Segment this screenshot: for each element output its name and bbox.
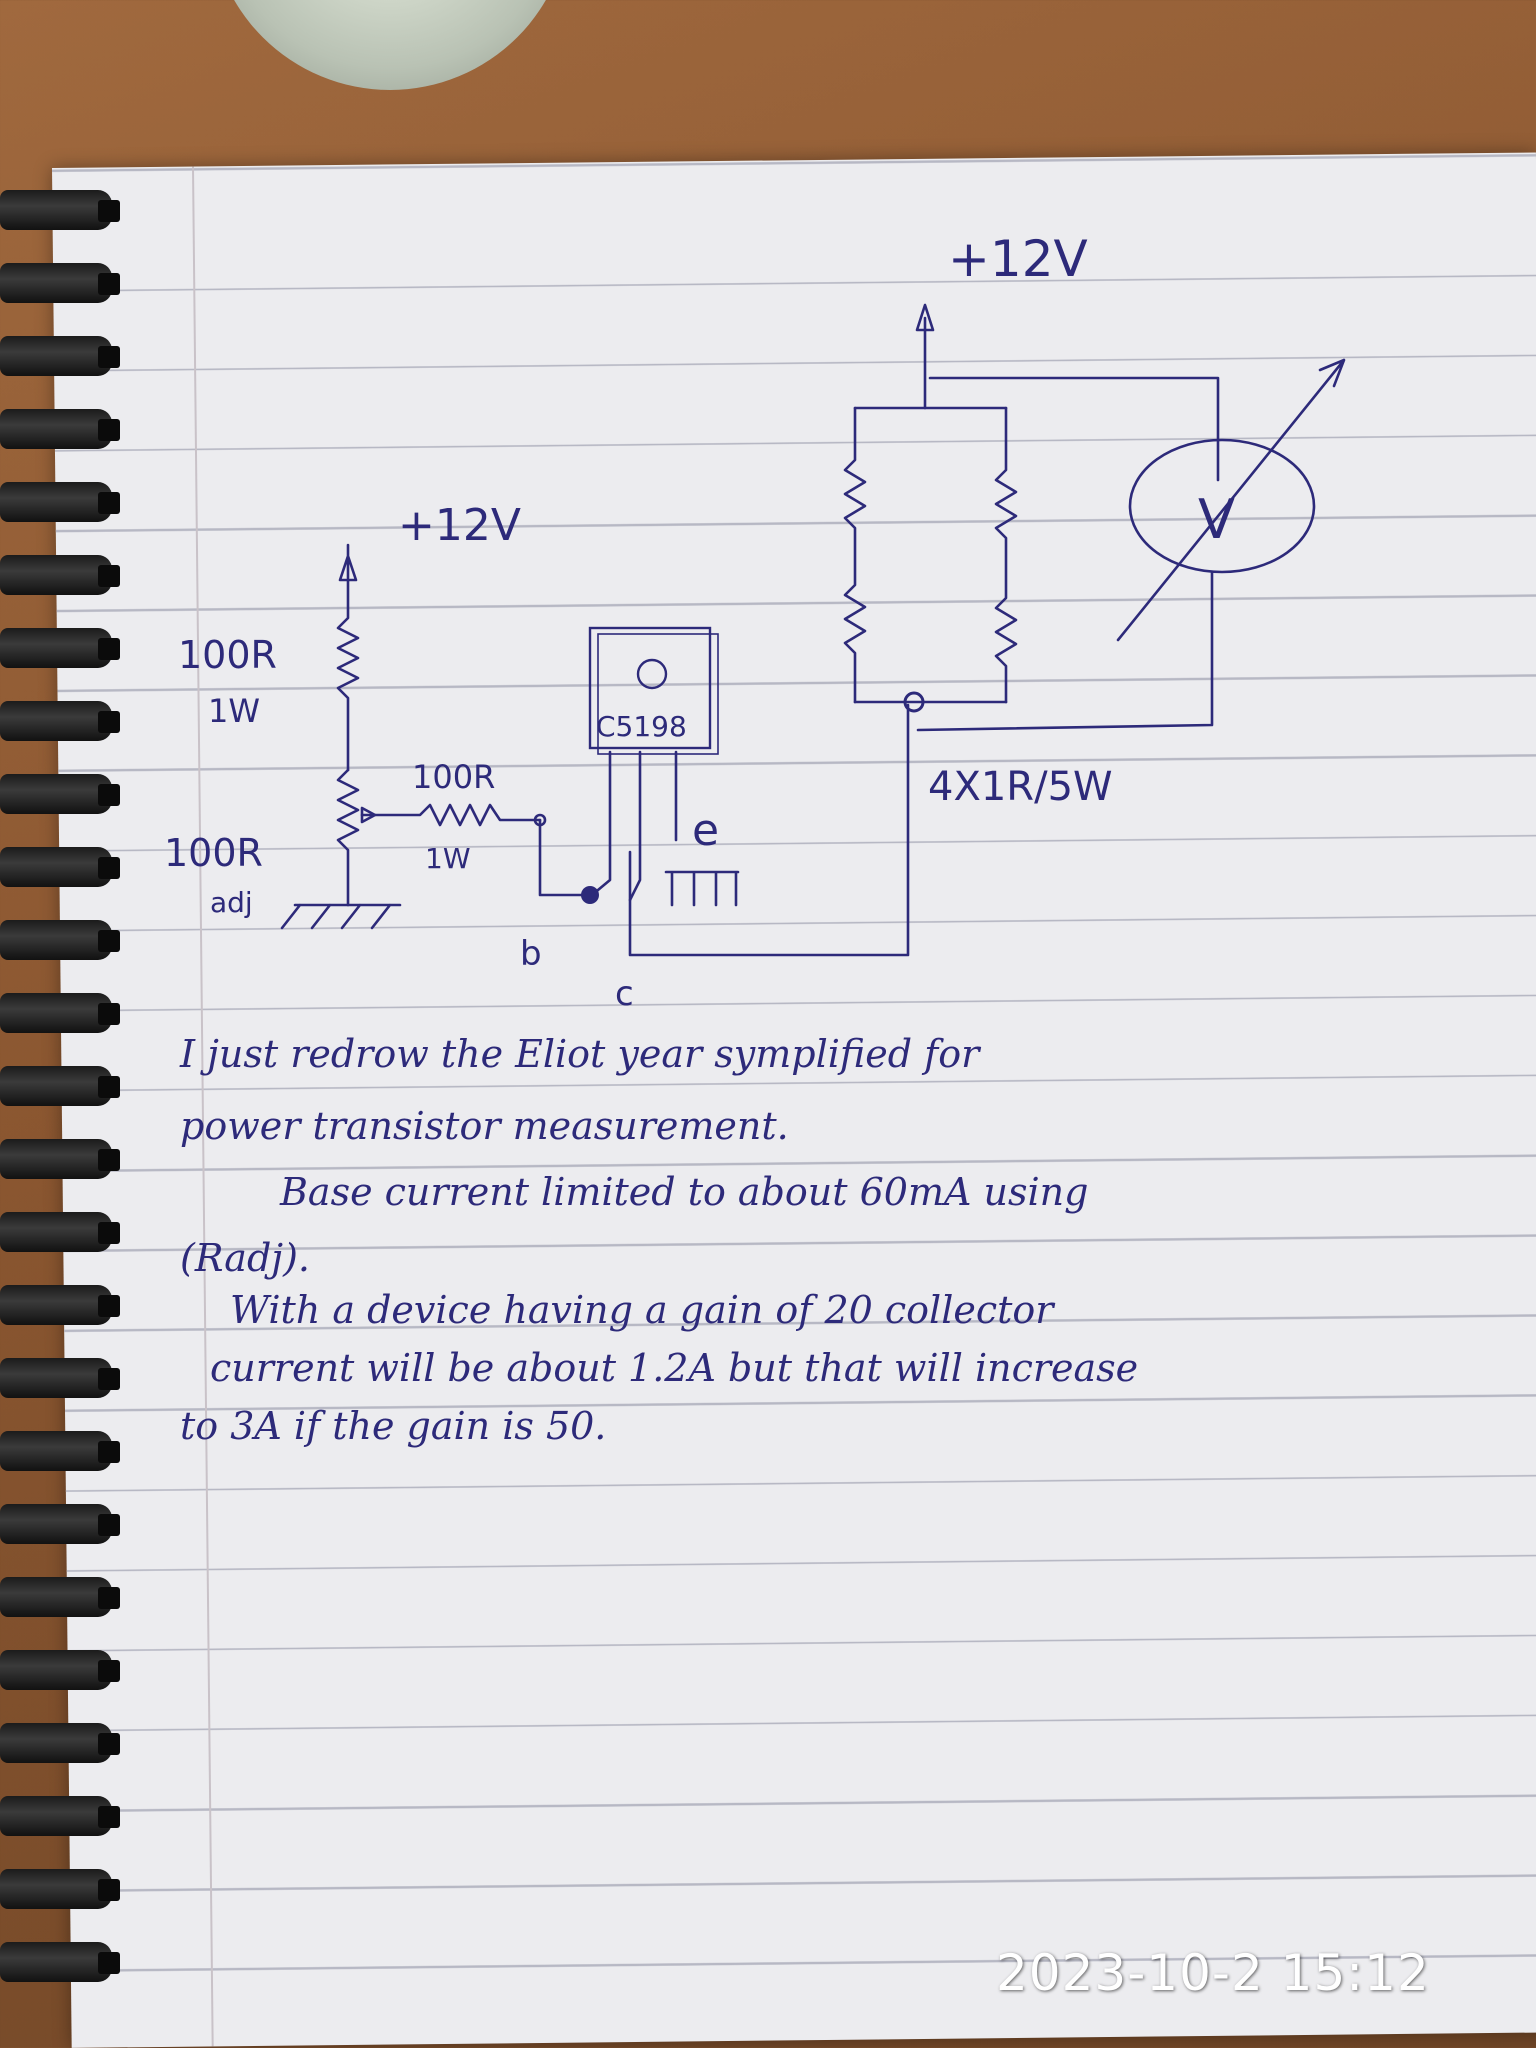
spiral-coil: [0, 1212, 120, 1252]
spiral-coil: [0, 1869, 120, 1909]
spiral-coil: [0, 190, 120, 230]
pin-collector-label: c: [615, 974, 634, 1014]
wire-voltmeter-bottom: [916, 570, 1214, 732]
resistor-top-label: 100R: [178, 633, 277, 677]
spiral-coil: [0, 701, 120, 741]
spiral-coil: [0, 1650, 120, 1690]
transistor-body: [588, 626, 712, 750]
ground-symbol-left: [280, 903, 402, 930]
spiral-coil: [0, 1577, 120, 1617]
supply-label-top: +12V: [948, 230, 1088, 288]
transistor-body-shadow: [597, 633, 719, 755]
resistor-base-zigzag: [360, 803, 542, 827]
spiral-coil: [0, 1066, 120, 1106]
supply-arrow-top: [915, 303, 935, 410]
spiral-coil: [0, 482, 120, 522]
resistor-top-power: 1W: [208, 692, 260, 730]
spiral-coil: [0, 847, 120, 887]
transistor-mount-hole: [636, 658, 668, 690]
wire-base: [538, 818, 592, 897]
node-load: [903, 691, 925, 713]
supply-label-left: +12V: [398, 500, 521, 551]
note-line-6: current will be about 1.2A but that will…: [210, 1346, 1139, 1390]
load-resistor-right: [994, 406, 1018, 704]
resistor-base-label: 100R: [412, 758, 495, 796]
ground-symbol-emitter: [664, 870, 740, 907]
transistor-part-label: C5198: [596, 710, 687, 743]
load-resistor-label: 4X1R/5W: [928, 764, 1113, 810]
wire-voltmeter-top: [928, 376, 1220, 482]
resistor-adj-zigzag: [336, 768, 360, 907]
note-line-2: power transistor measurement.: [180, 1104, 789, 1148]
note-line-5: With a device having a gain of 20 collec…: [230, 1288, 1054, 1332]
spiral-coil: [0, 920, 120, 960]
resistor-top-zigzag: [336, 578, 360, 772]
spiral-coil: [0, 1796, 120, 1836]
supply-arrow-left: [338, 543, 358, 582]
spiral-coil: [0, 1431, 120, 1471]
wire-collector: [628, 703, 910, 957]
resistor-adj-label: 100R: [164, 831, 263, 875]
note-line-1: I just redrow the Eliot year symplified …: [180, 1032, 980, 1076]
spiral-coil: [0, 1942, 120, 1982]
load-resistor-left: [843, 406, 867, 704]
transistor-leads: [590, 750, 678, 902]
spiral-coil: [0, 628, 120, 668]
voltmeter-symbol: V: [1198, 488, 1235, 551]
voltmeter-adjust-arrow: [1116, 358, 1346, 642]
spiral-coil: [0, 774, 120, 814]
spiral-coil: [0, 1285, 120, 1325]
spiral-coil: [0, 555, 120, 595]
spiral-coil: [0, 409, 120, 449]
pin-emitter-label: e: [692, 805, 719, 856]
spiral-binding: [0, 190, 120, 2040]
spiral-coil: [0, 1139, 120, 1179]
spiral-coil: [0, 1723, 120, 1763]
pin-base-label: b: [520, 934, 542, 974]
voltmeter-circle: [1128, 438, 1316, 574]
spiral-coil: [0, 993, 120, 1033]
node-base: [581, 886, 599, 904]
note-line-3: Base current limited to about 60mA using: [280, 1170, 1089, 1214]
resistor-base-power: 1W: [425, 842, 471, 875]
note-line-7: to 3A if the gain is 50.: [180, 1404, 607, 1448]
spiral-coil: [0, 263, 120, 303]
photo-timestamp: 2023-10-2 15:12: [996, 1944, 1430, 2002]
spiral-coil: [0, 1358, 120, 1398]
spiral-coil: [0, 336, 120, 376]
note-line-4: (Radj).: [180, 1236, 310, 1280]
resistor-adj-note: adj: [210, 886, 253, 919]
spiral-coil: [0, 1504, 120, 1544]
